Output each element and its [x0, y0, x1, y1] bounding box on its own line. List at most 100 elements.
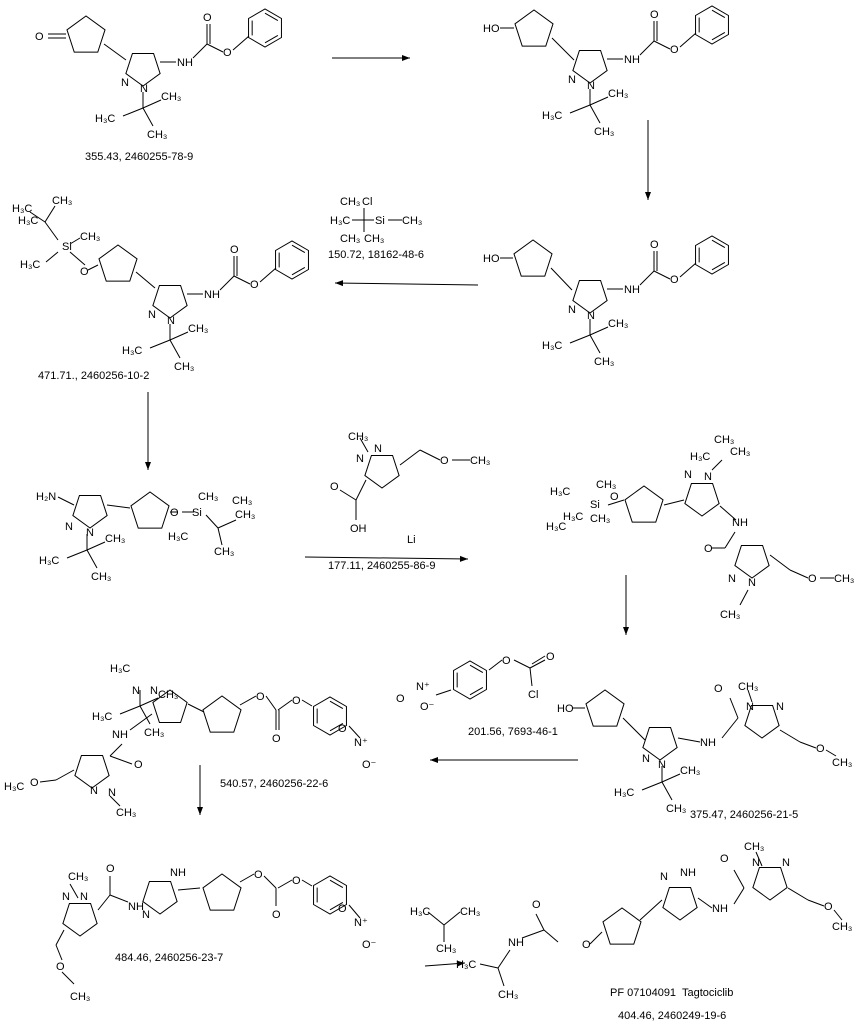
bond [232, 35, 250, 51]
bond [550, 267, 573, 291]
atom-label: HO [483, 23, 500, 35]
bond [109, 755, 133, 765]
atom-label: O [502, 655, 511, 667]
atom-label: N [660, 871, 668, 883]
bond [711, 31, 726, 41]
atom-label: Si [590, 499, 600, 511]
bond [277, 699, 293, 711]
atom-label: O [816, 743, 825, 755]
atom-label: O [106, 863, 115, 875]
benzene-ring [313, 696, 347, 736]
atom-label: O [250, 279, 259, 291]
bond [339, 489, 357, 501]
bond [569, 334, 591, 344]
atom-label: O [30, 777, 39, 789]
atom-label: Si [62, 241, 72, 253]
atom-label: CH₃ [608, 318, 628, 330]
arrow-step-7 [430, 757, 578, 763]
atom-label: N [90, 785, 98, 797]
bond [729, 697, 739, 719]
bond [66, 549, 88, 559]
bond [355, 479, 367, 501]
atom-label: CH₃ [198, 491, 218, 503]
atom-label: O⁻ [362, 939, 377, 951]
atom-label: NH [700, 737, 716, 749]
bond [721, 717, 739, 739]
atom-label: O [292, 695, 301, 707]
atom-label: CH₃ [68, 871, 88, 883]
cyclopentane-ring [130, 491, 170, 529]
bond [103, 43, 127, 61]
atom-label: H₃C [95, 113, 115, 125]
atom-label: N [148, 309, 156, 321]
atom-label: CH₃ [470, 455, 490, 467]
arrow-head [430, 757, 438, 763]
bond [639, 40, 655, 56]
bond [653, 270, 671, 280]
arrow-step-8 [197, 765, 203, 815]
bond [607, 499, 625, 506]
atom-label: N [132, 685, 140, 697]
bond [529, 659, 546, 669]
cyclopentane-ring [66, 15, 106, 53]
atom-label: N [658, 759, 666, 771]
cyclopentane-ring [202, 873, 242, 911]
bond [192, 43, 208, 59]
atom-label: H₃C [542, 110, 562, 122]
atom-label: CH₃ [144, 727, 164, 739]
pyrazole-ring [572, 49, 608, 84]
bond [149, 339, 171, 349]
benzene-ring [313, 875, 347, 915]
atom-label: O [532, 899, 541, 911]
atom-label: CH₃ [232, 495, 252, 507]
atom-label: H₃C [122, 345, 142, 357]
atom-label: CH₃ [590, 513, 610, 525]
atom-label: CH₃ [594, 126, 614, 138]
atom-label: H₃C [92, 711, 112, 723]
atom-label: H₃C [614, 787, 634, 799]
benzene-ring [695, 5, 729, 45]
atom-label: N⁺ [354, 917, 368, 929]
bond [239, 873, 255, 883]
pyrazole-ring [152, 689, 188, 724]
bond [139, 697, 159, 707]
atom-label: O [650, 239, 659, 251]
bond [142, 99, 162, 109]
bond [263, 875, 277, 889]
cyclopentane-ring [602, 907, 642, 945]
atom-label: N [746, 701, 754, 713]
atom-label: H₃C [546, 521, 566, 533]
atom-label: H₃C [542, 340, 562, 352]
bond [205, 514, 219, 529]
atom-label: Cl [528, 689, 538, 701]
atom-label: O [650, 9, 659, 21]
bond [87, 264, 99, 271]
atom-label: N [150, 685, 158, 697]
bond [329, 901, 344, 911]
pyrazole-ring [62, 902, 98, 937]
atom-label: CH₃ [834, 573, 854, 585]
bond [39, 779, 57, 783]
bond [259, 267, 277, 283]
atom-label: O [396, 693, 405, 705]
atom-label: CH₃ [91, 571, 111, 583]
arrow-head [402, 55, 410, 61]
atom-label: CH₃ [680, 765, 700, 777]
bond [106, 504, 131, 509]
bond [769, 554, 791, 571]
bond [479, 963, 499, 969]
bond [739, 589, 749, 606]
bond [129, 713, 153, 731]
atom-label: H₃C [18, 215, 38, 227]
atom-label: O [720, 853, 729, 865]
bond [535, 913, 545, 931]
bond [86, 541, 106, 551]
atom-label: CH₃ [348, 431, 368, 443]
atom-label: CH₃ [730, 446, 750, 458]
